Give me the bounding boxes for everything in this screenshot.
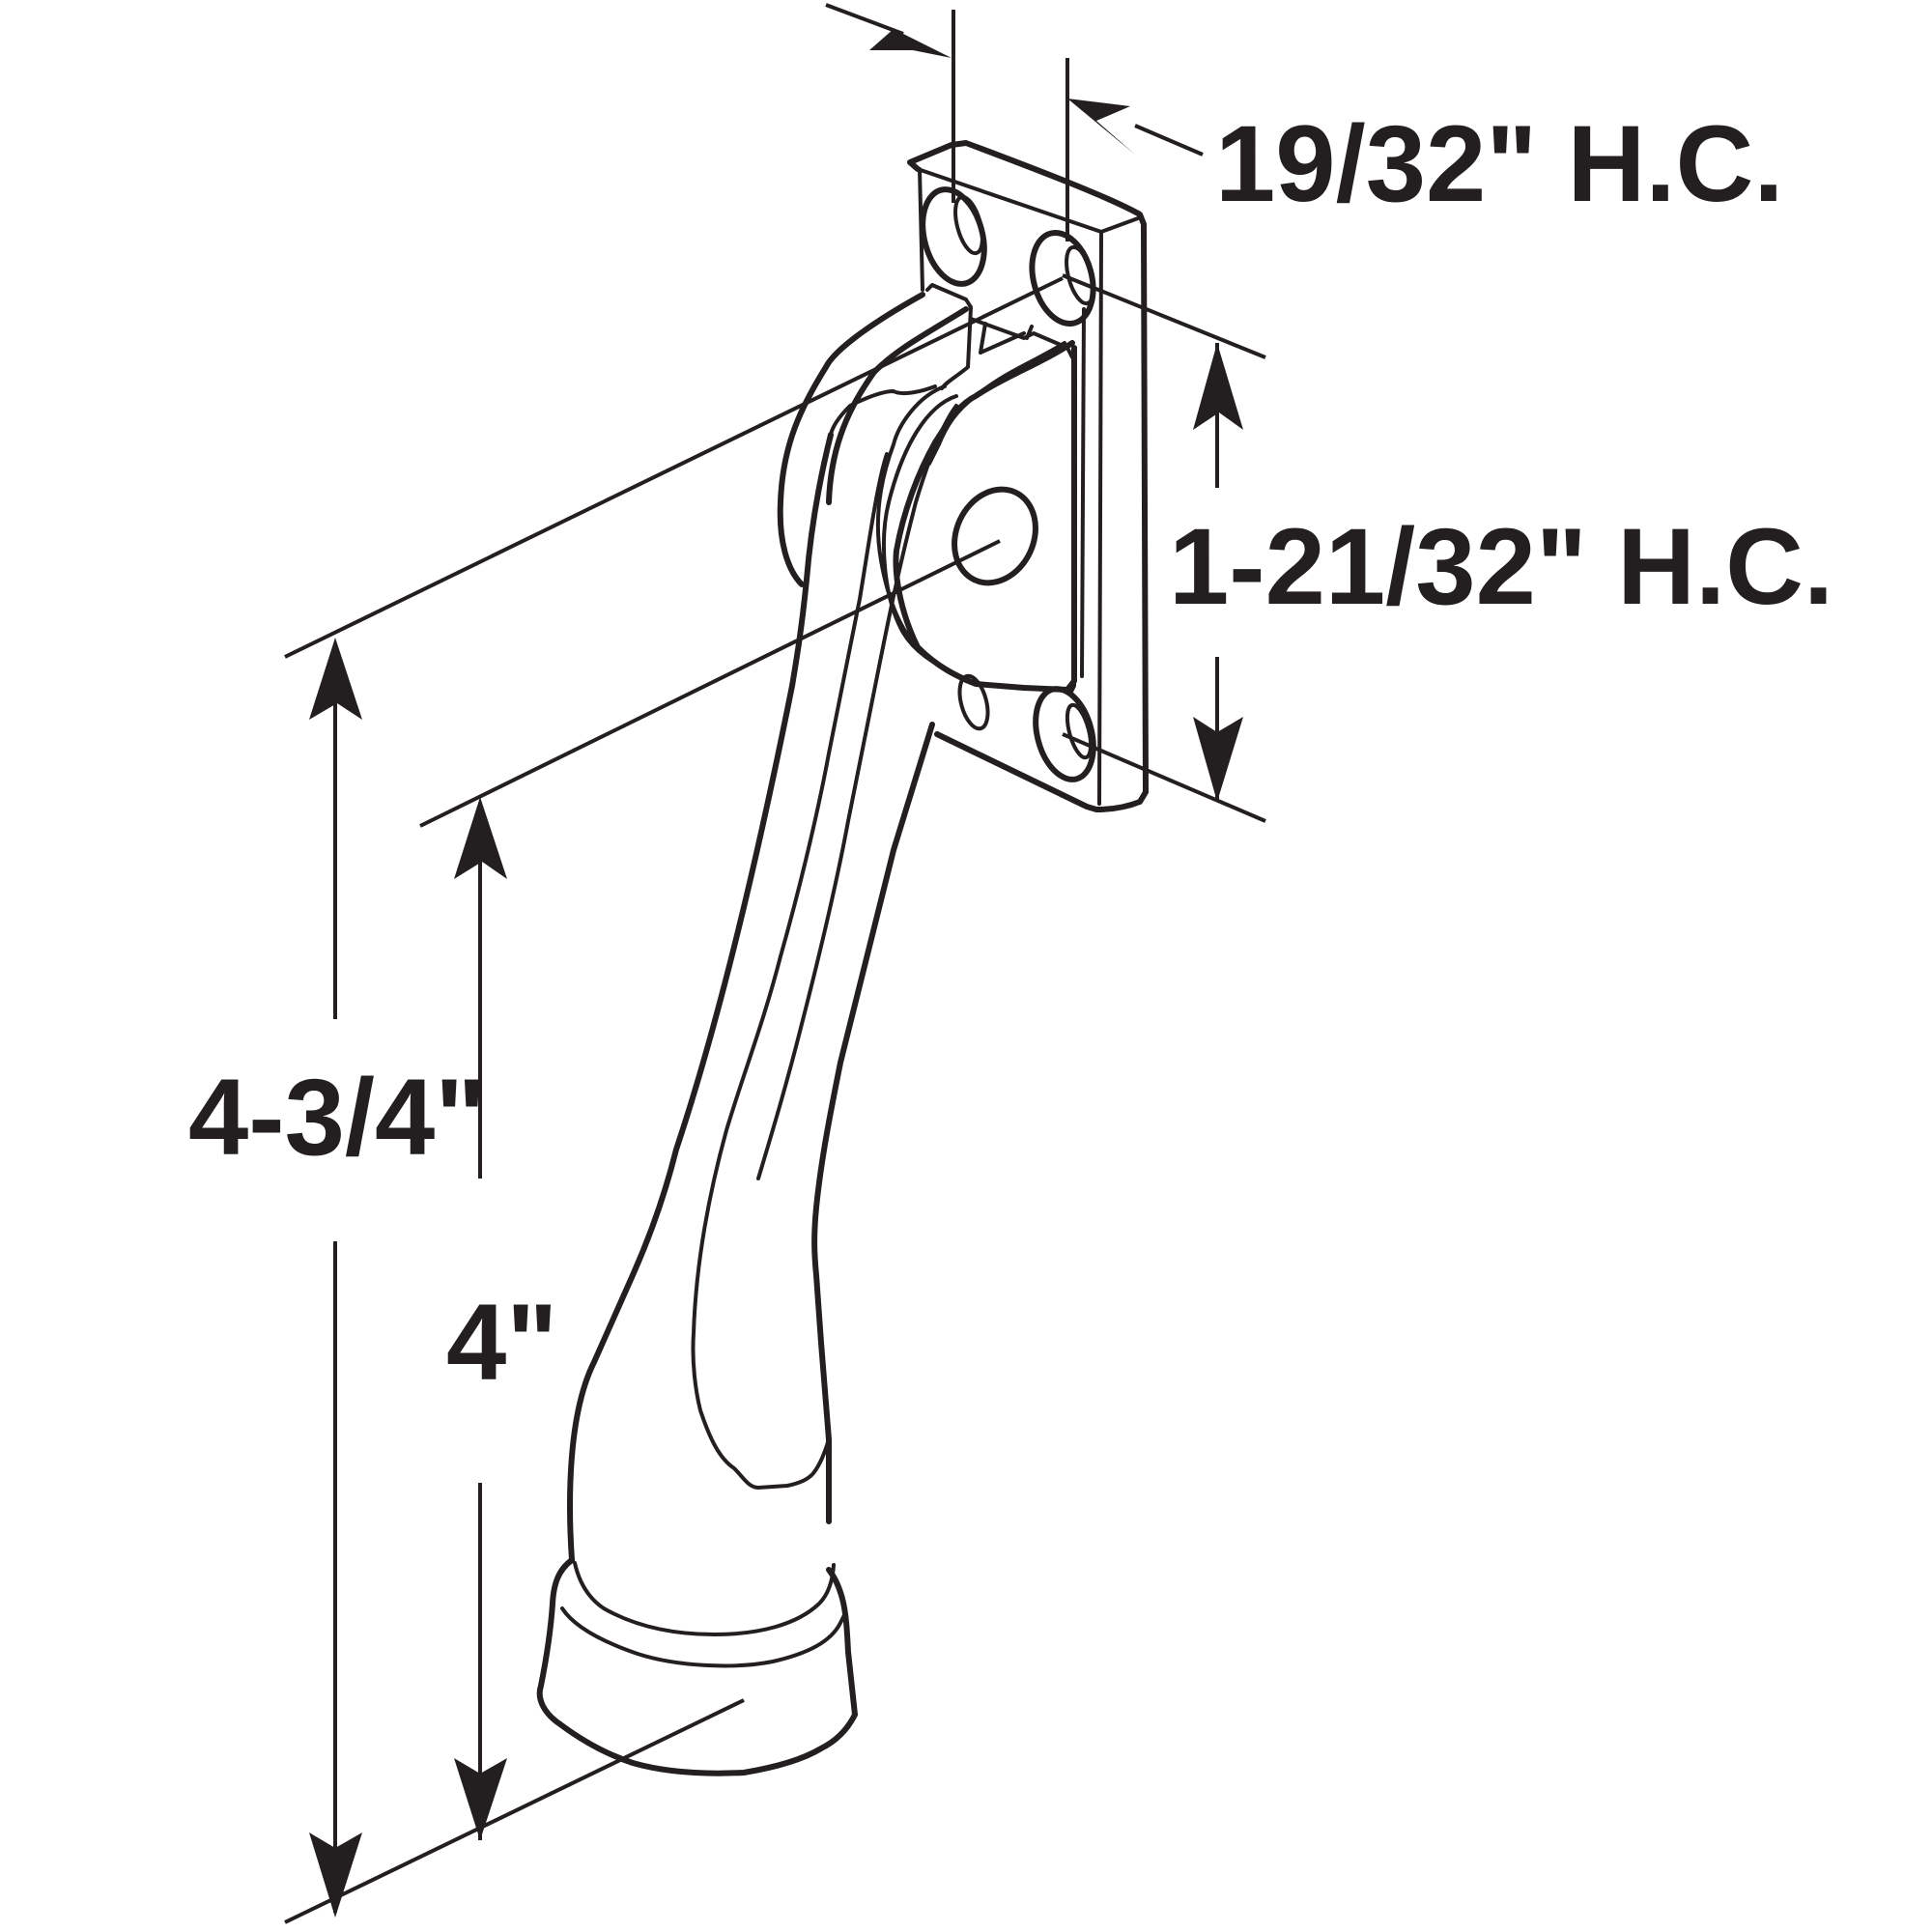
rubber-tip-rim bbox=[573, 1561, 836, 1636]
dimension-lines bbox=[284, 3, 1266, 1924]
arm-left-edge bbox=[567, 432, 834, 1563]
label-overall-height: 4-3/4" bbox=[188, 1057, 486, 1178]
dimension-labels: 19/32" H.C. 1-21/32" H.C. 4-3/4" 4" bbox=[188, 103, 1833, 1403]
mounting-hole-bottom-right-inner bbox=[1065, 702, 1094, 760]
arrow-4-up bbox=[454, 797, 507, 879]
swivel-inner-curve bbox=[829, 384, 968, 683]
label-hole-center-top: 19/32" H.C. bbox=[1215, 103, 1784, 224]
arrow-19-32-right bbox=[1067, 99, 1135, 155]
extension-line-hole-bottom bbox=[1062, 732, 1266, 823]
arrow-4-down bbox=[454, 1758, 507, 1840]
arm-inner-right bbox=[756, 404, 958, 1180]
door-holder-part bbox=[536, 140, 1149, 1776]
mounting-hole-top-left-inner bbox=[953, 194, 984, 256]
swivel-front bbox=[893, 340, 1077, 693]
extension-line-pivot-diagonal bbox=[419, 539, 1001, 828]
label-hole-center-side: 1-21/32" H.C. bbox=[1169, 506, 1833, 627]
pivot-hole bbox=[952, 486, 1038, 586]
arrow-19-32-left bbox=[869, 29, 952, 58]
arrow-4-3-4-down bbox=[309, 1833, 362, 1918]
extension-line-floor-diagonal bbox=[284, 1698, 745, 1924]
swivel-knuckle bbox=[925, 283, 1074, 466]
arrow-1-21-32-down bbox=[1193, 717, 1243, 802]
arrow-1-21-32-up bbox=[1193, 343, 1243, 430]
extension-line-hole-top bbox=[1062, 273, 1266, 359]
extension-line-upper-diagonal bbox=[284, 276, 1064, 659]
arm-inner-left bbox=[691, 452, 889, 1490]
arrowheads bbox=[309, 29, 1243, 1918]
mounting-plate bbox=[907, 140, 1149, 812]
rubber-tip-rim-lower bbox=[560, 1606, 847, 1668]
mounting-plate-edge bbox=[916, 167, 1140, 806]
arm-right-edge bbox=[811, 722, 935, 1524]
leader-19-32-left bbox=[825, 3, 904, 36]
mounting-hole-bottom-left bbox=[957, 673, 990, 731]
rubber-tip bbox=[536, 1557, 858, 1776]
leader-19-32-right bbox=[1134, 124, 1204, 156]
label-height-to-lower-hole: 4" bbox=[446, 1282, 557, 1403]
arrow-4-3-4-up bbox=[309, 638, 362, 720]
